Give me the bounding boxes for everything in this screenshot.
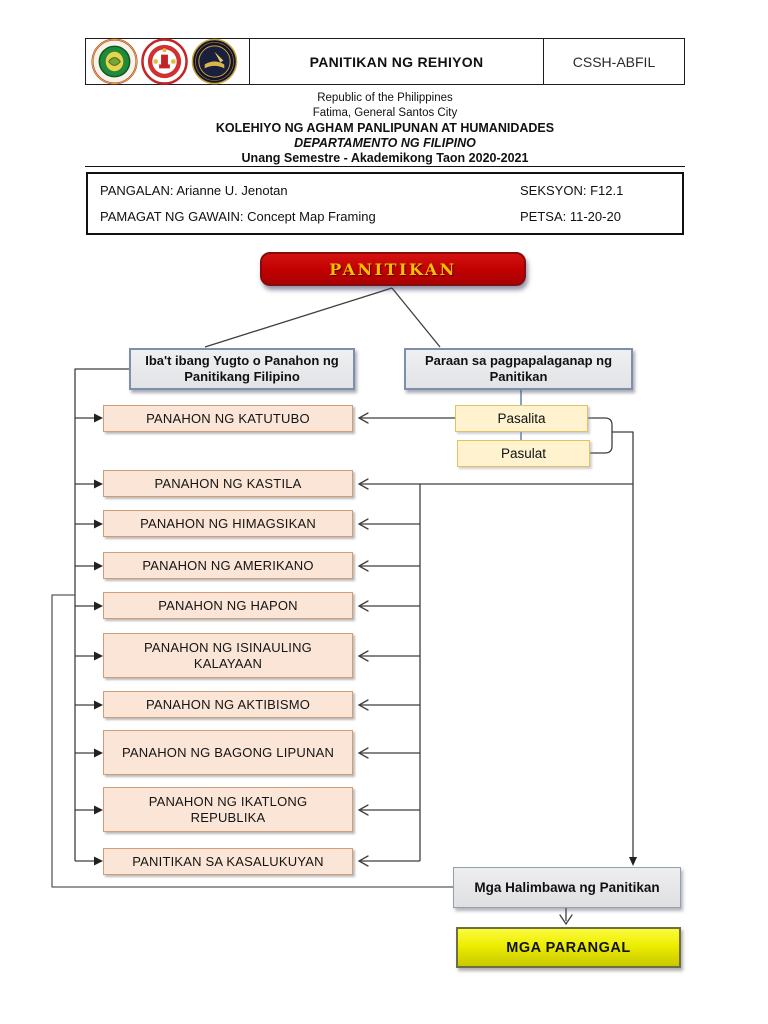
branch-node-paraan-pagpapalaganap: Paraan sa pagpapalaganap ng Panitikan xyxy=(404,348,633,390)
header-unit-code: CSSH-ABFIL xyxy=(544,39,684,84)
period-label: PANAHON NG HIMAGSIKAN xyxy=(140,515,316,531)
activity-date: PETSA: 11-20-20 xyxy=(520,209,621,224)
examples-label: Mga Halimbawa ng Panitikan xyxy=(474,880,660,895)
left-branch-label: Iba't ibang Yugto o Panahon ng Panitikan… xyxy=(145,353,339,384)
method-label-pasulat: Pasulat xyxy=(500,446,547,461)
student-section: SEKSYON: F12.1 xyxy=(520,183,624,198)
unit-code-text: CSSH-ABFIL xyxy=(572,53,656,70)
examples-node: Mga Halimbawa ng Panitikan xyxy=(453,867,681,908)
period-node-kasalukuyan: PANITIKAN SA KASALUKUYAN xyxy=(103,848,353,875)
period-node-kastila: PANAHON NG KASTILA xyxy=(103,470,353,497)
letterhead-semester: Unang Semestre - Akademikong Taon 2020-2… xyxy=(241,151,529,165)
activity-title: PAMAGAT NG GAWAIN: Concept Map Framing xyxy=(100,209,376,224)
right-branch-label: Paraan sa pagpapalaganap ng Panitikan xyxy=(424,353,613,384)
period-node-himagsikan: PANAHON NG HIMAGSIKAN xyxy=(103,510,353,537)
method-node-pasalita: Pasalita xyxy=(455,405,588,432)
info-row-2: PAMAGAT NG GAWAIN: Concept Map Framing P… xyxy=(100,209,670,224)
method-label-pasalita: Pasalita xyxy=(497,411,546,426)
letterhead-rule xyxy=(85,166,685,167)
period-label: PANITIKAN SA KASALUKUYAN xyxy=(132,853,324,869)
period-label: PANAHON NG KASTILA xyxy=(154,475,302,491)
period-node-katutubo: PANAHON NG KATUTUBO xyxy=(103,405,353,432)
letterhead-city: Fatima, General Santos City xyxy=(312,107,458,119)
period-node-isinauling-kalayaan: PANAHON NG ISINAULING KALAYAAN xyxy=(103,633,353,678)
period-node-hapon: PANAHON NG HAPON xyxy=(103,592,353,619)
period-node-ikatlong-republika: PANAHON NG IKATLONG REPUBLIKA xyxy=(103,787,353,832)
period-label: PANAHON NG ISINAULING KALAYAAN xyxy=(144,639,312,671)
root-node-panitikan: PANITIKAN xyxy=(260,252,526,286)
period-label: PANAHON NG BAGONG LIPUNAN xyxy=(121,744,335,760)
info-row-1: PANGALAN: Arianne U. Jenotan SEKSYON: F1… xyxy=(100,183,670,198)
university-red-seal-icon xyxy=(141,38,188,85)
period-label: PANAHON NG HAPON xyxy=(158,597,298,613)
letterhead-country: Republic of the Philippines xyxy=(317,92,453,104)
header-logos-cell xyxy=(86,38,249,85)
period-node-bagong-lipunan: PANAHON NG BAGONG LIPUNAN xyxy=(103,730,353,775)
letterhead: Republic of the Philippines Fatima, Gene… xyxy=(85,91,685,166)
header-course-title: PANITIKAN NG REHIYON xyxy=(249,39,544,84)
period-node-amerikano: PANAHON NG AMERIKANO xyxy=(103,552,353,579)
awards-label: MGA PARANGAL xyxy=(506,939,631,956)
period-label: PANAHON NG IKATLONG REPUBLIKA xyxy=(148,793,308,825)
method-node-pasulat: Pasulat xyxy=(457,440,590,467)
letterhead-college: KOLEHIYO NG AGHAM PANLIPUNAN AT HUMANIDA… xyxy=(215,121,555,135)
student-info-box: PANGALAN: Arianne U. Jenotan SEKSYON: F1… xyxy=(86,172,684,235)
period-label: PANAHON NG AKTIBISMO xyxy=(145,696,311,712)
header-table: PANITIKAN NG REHIYON CSSH-ABFIL xyxy=(85,38,685,85)
branch-node-yugto-panahon: Iba't ibang Yugto o Panahon ng Panitikan… xyxy=(129,348,355,390)
course-title-text: PANITIKAN NG REHIYON xyxy=(309,53,484,70)
awards-node: MGA PARANGAL xyxy=(456,927,681,968)
msu-seal-icon xyxy=(91,38,138,85)
college-gold-seal-icon xyxy=(191,38,238,85)
student-name: PANGALAN: Arianne U. Jenotan xyxy=(100,183,288,198)
letterhead-department: DEPARTAMENTO NG FILIPINO xyxy=(294,136,476,150)
period-label: PANAHON NG KATUTUBO xyxy=(146,410,310,426)
root-label: PANITIKAN xyxy=(329,259,457,279)
period-node-aktibismo: PANAHON NG AKTIBISMO xyxy=(103,691,353,718)
period-label: PANAHON NG AMERIKANO xyxy=(142,557,314,573)
